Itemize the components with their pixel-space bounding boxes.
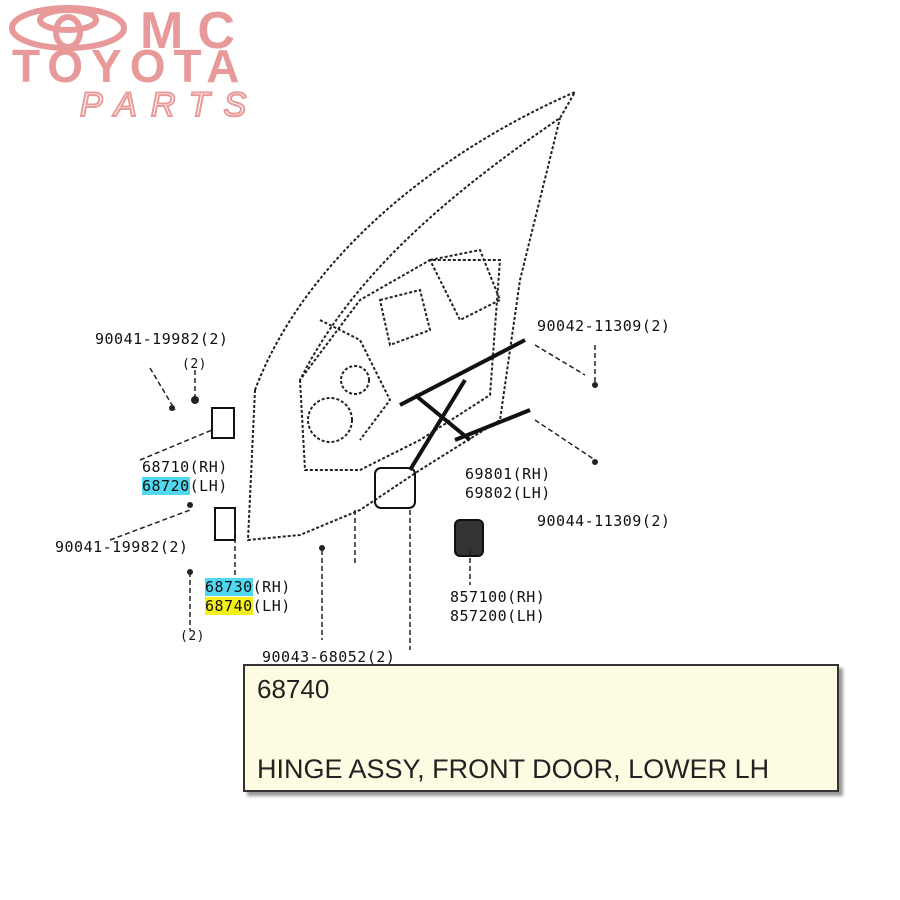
label-bolt-lower-left[interactable]: 90041-19982(2): [55, 538, 189, 556]
regulator-arm-lower: [454, 408, 531, 442]
label-motor-rh[interactable]: 857100(RH): [450, 588, 546, 606]
logo-line1: MC: [140, 2, 249, 60]
label-bolt-top-left[interactable]: 90041-19982(2): [95, 330, 229, 348]
toyota-emblem-icon: [9, 5, 127, 51]
door-inner-panel: [298, 259, 502, 471]
label-top-hinge-rh[interactable]: 68710(RH): [142, 458, 228, 476]
logo-line3: PARTS: [80, 86, 260, 124]
highlight-lower-hinge-rh: 68730: [205, 578, 253, 596]
label-bolt-bottom[interactable]: 90043-68052(2): [262, 648, 396, 666]
label-motor-lh[interactable]: 857200(LH): [450, 607, 546, 625]
label-lower-hinge-lh[interactable]: 68740(LH): [205, 597, 291, 615]
label-lower-hinge-rh[interactable]: 68730(RH): [205, 578, 291, 596]
tooltip-part-number: 68740: [257, 674, 330, 704]
part-tooltip: 68740 HINGE ASSY, FRONT DOOR, LOWER LH: [243, 664, 839, 792]
regulator-motor: [374, 467, 416, 509]
door-outer-edge: [246, 117, 561, 542]
label-bolt-mid-right[interactable]: 90044-11309(2): [537, 512, 671, 530]
toyota-logo: MC TOYOTA PARTS: [9, 2, 260, 125]
label-regulator-rh[interactable]: 69801(RH): [465, 465, 551, 483]
label-bolt-top-right[interactable]: 90042-11309(2): [537, 317, 671, 335]
regulator-arm-upper: [399, 338, 526, 407]
regulator-scissor: [408, 378, 472, 472]
door-window-frame: [254, 89, 578, 391]
label-bolt-top-left-qty: (2): [182, 357, 207, 372]
label-bolt-lower-qty: (2): [180, 629, 205, 644]
upper-hinge-icon: [211, 407, 235, 439]
label-top-hinge-lh[interactable]: 68720(LH): [142, 477, 228, 495]
suffix-rh: (RH): [252, 578, 291, 596]
tooltip-description: HINGE ASSY, FRONT DOOR, LOWER LH: [257, 754, 770, 784]
highlight-top-hinge-lh: 68720: [142, 477, 190, 495]
highlight-lower-hinge-lh: 68740: [205, 597, 253, 615]
motor-part-icon: [454, 519, 484, 557]
suffix-lh: (LH): [189, 477, 228, 495]
logo-line2: TOYOTA: [12, 40, 247, 92]
suffix-lh-2: (LH): [252, 597, 291, 615]
label-regulator-lh[interactable]: 69802(LH): [465, 484, 551, 502]
lower-hinge-icon: [214, 507, 236, 541]
